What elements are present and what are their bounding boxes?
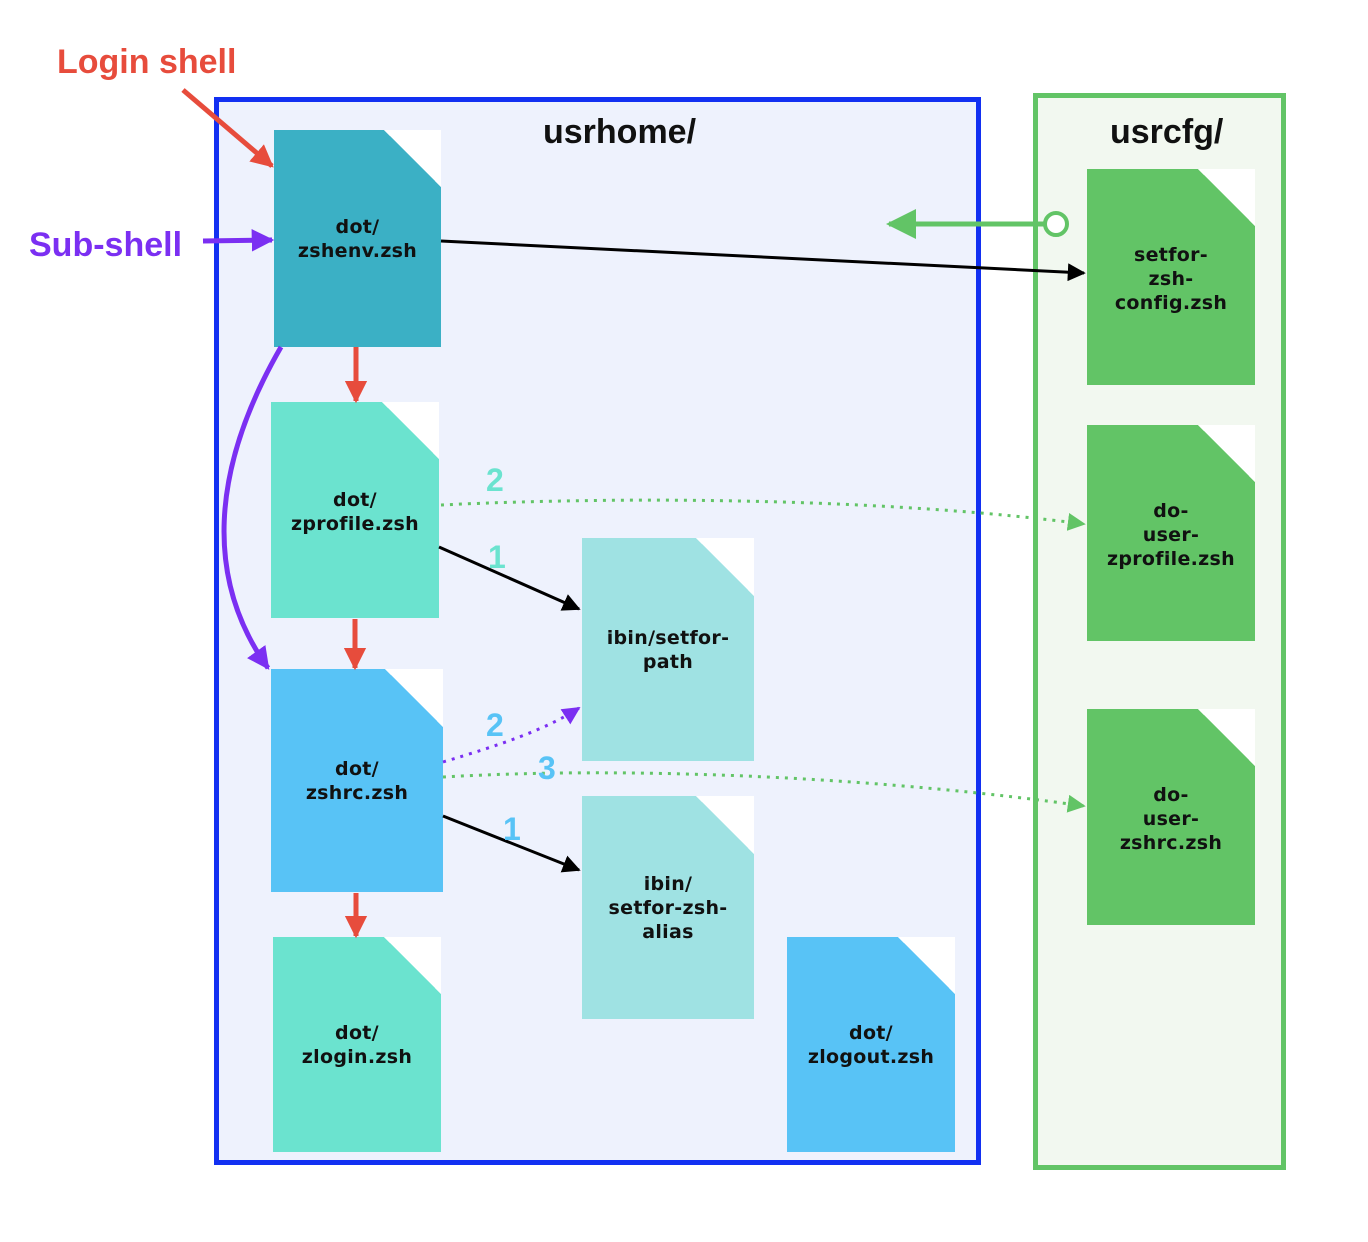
file-zprofile[interactable]: dot/zprofile.zsh xyxy=(271,402,439,618)
file-setfor-path[interactable]: ibin/setfor-path xyxy=(582,538,754,761)
file-icon xyxy=(582,538,754,761)
file-label-line: zshenv.zsh xyxy=(297,240,418,262)
file-label-line: zlogin.zsh xyxy=(301,1046,413,1068)
file-label-line: zprofile.zsh xyxy=(291,513,419,535)
subshell-entry-arrow xyxy=(202,229,275,252)
file-label-line: ibin/ xyxy=(643,873,693,895)
usrcfg-title: usrcfg/ xyxy=(1110,113,1224,151)
file-label-line: setfor- xyxy=(1134,244,1208,266)
file-icon xyxy=(271,402,439,618)
file-zshrc[interactable]: dot/zshrc.zsh xyxy=(271,669,443,892)
file-label: dot/zshenv.zsh xyxy=(274,215,441,263)
file-label-line: alias xyxy=(642,921,694,943)
file-label-line: zshrc.zsh xyxy=(1119,832,1223,854)
step-number: 1 xyxy=(488,539,506,575)
file-label-line: dot/ xyxy=(335,216,380,238)
file-label: ibin/setfor-zsh-alias xyxy=(582,872,754,944)
file-label: dot/zlogout.zsh xyxy=(787,1021,955,1069)
file-label-line: do- xyxy=(1153,784,1189,806)
zshrc-to-setfor-path-arrow xyxy=(442,706,581,764)
file-label: dot/zshrc.zsh xyxy=(271,757,443,805)
login-entry-arrow xyxy=(181,88,274,168)
zshrc-to-do-zshrc-arrow xyxy=(442,771,1086,813)
file-label-line: dot/ xyxy=(335,1022,379,1044)
file-label-line: zshrc.zsh xyxy=(305,782,409,804)
file-label-line: dot/ xyxy=(849,1022,893,1044)
subshell-curve-arrow xyxy=(221,345,284,670)
usrhome-title: usrhome/ xyxy=(543,113,697,151)
file-zlogout[interactable]: dot/zlogout.zsh xyxy=(787,937,955,1152)
file-zlogin[interactable]: dot/zlogin.zsh xyxy=(273,937,441,1152)
file-label: do-user-zprofile.zsh xyxy=(1087,499,1255,571)
file-do-user-zprofile[interactable]: do-user-zprofile.zsh xyxy=(1087,425,1255,641)
file-label: setfor-zsh-config.zsh xyxy=(1087,243,1255,315)
file-icon xyxy=(787,937,955,1152)
file-label-line: setfor-zsh- xyxy=(608,897,728,919)
file-label-line: dot/ xyxy=(333,489,377,511)
file-setfor-zsh-config[interactable]: setfor-zsh-config.zsh xyxy=(1087,169,1255,385)
file-label: dot/zlogin.zsh xyxy=(273,1021,441,1069)
step-number: 2 xyxy=(486,462,504,498)
zshenv-to-config-arrow xyxy=(440,239,1086,282)
zprofile-to-setfor-path-arrow xyxy=(438,545,581,611)
file-label-line: path xyxy=(642,651,694,673)
file-label: ibin/setfor-path xyxy=(582,626,754,674)
file-setfor-zsh-alias[interactable]: ibin/setfor-zsh-alias xyxy=(582,796,754,1019)
file-icon xyxy=(274,130,441,347)
file-zshenv[interactable]: dot/zshenv.zsh xyxy=(274,130,441,347)
step-number: 2 xyxy=(486,707,504,743)
file-label: do-user-zshrc.zsh xyxy=(1087,783,1255,855)
file-label-line: zlogout.zsh xyxy=(807,1046,935,1068)
step-number: 1 xyxy=(503,811,521,847)
zprofile-to-do-zprofile-arrow xyxy=(440,498,1086,531)
file-label: dot/zprofile.zsh xyxy=(271,488,439,536)
file-icon xyxy=(1087,425,1255,641)
sub-shell-label: Sub-shell xyxy=(29,226,183,264)
file-label-line: dot/ xyxy=(335,758,379,780)
zshrc-to-alias-arrow xyxy=(442,814,581,873)
file-label-line: zsh- xyxy=(1148,268,1194,290)
step-number: 3 xyxy=(538,750,556,786)
login-shell-label: Login shell xyxy=(57,43,237,81)
file-label-line: zprofile.zsh xyxy=(1107,548,1235,570)
file-label-line: user- xyxy=(1142,808,1200,830)
file-label-line: do- xyxy=(1153,500,1189,522)
file-icon xyxy=(271,669,443,892)
file-label-line: user- xyxy=(1142,524,1200,546)
file-icon xyxy=(1087,169,1255,385)
file-icon xyxy=(1087,709,1255,925)
file-icon xyxy=(273,937,441,1152)
file-label-line: ibin/setfor- xyxy=(606,627,730,649)
file-label-line: config.zsh xyxy=(1114,292,1228,314)
config-callback-origin xyxy=(1043,211,1069,237)
file-icon xyxy=(582,796,754,1019)
file-do-user-zshrc[interactable]: do-user-zshrc.zsh xyxy=(1087,709,1255,925)
